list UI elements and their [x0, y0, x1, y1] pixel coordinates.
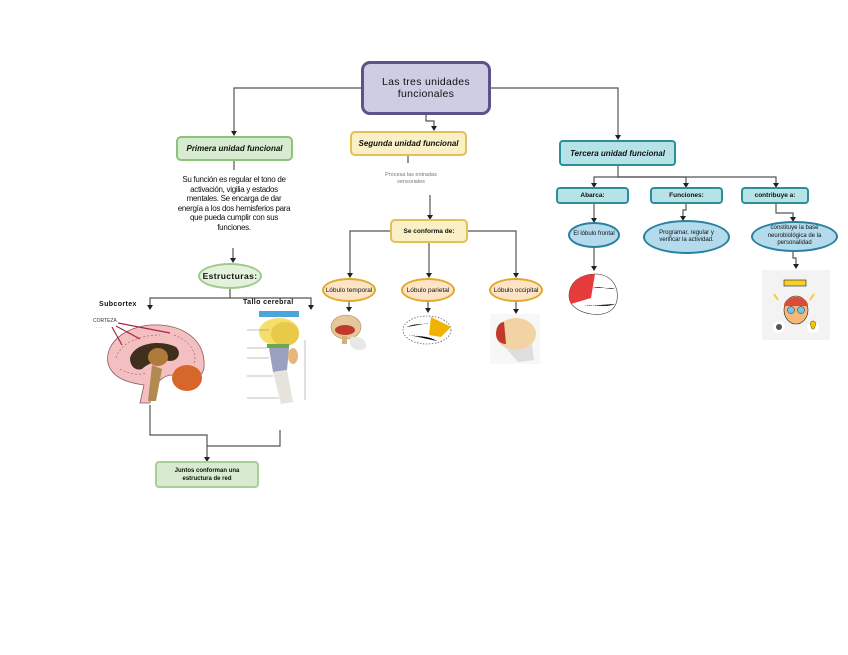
connector-estructuras-subcortex	[149, 289, 231, 307]
frontal-lobe-node[interactable]: El lóbulo frontal	[568, 222, 620, 248]
unit2-description: Procesa las entradas sensoriales	[385, 172, 437, 185]
encompasses-label: Abarca:	[580, 192, 605, 199]
contributes-label: contribuye a:	[754, 192, 796, 199]
occipital-lobe-node[interactable]: Lóbulo occipital	[489, 278, 543, 302]
cortex-caption: CORTEZA	[93, 318, 117, 324]
functions-node[interactable]: Funciones:	[650, 187, 723, 204]
structures-node[interactable]: Estructuras:	[198, 263, 262, 289]
temporal-lobe-node[interactable]: Lóbulo temporal	[322, 278, 376, 302]
connector-subcortex-juntos	[149, 405, 208, 459]
personality-node[interactable]: constituye la base neurobiológica de la …	[751, 221, 838, 252]
unit2-node[interactable]: Segunda unidad funcional	[350, 131, 467, 156]
root-node[interactable]: Las tres unidades funcionales	[361, 61, 491, 115]
brain-sagittal-section-image: CORTEZA · · ·	[93, 318, 205, 404]
parietal-lobe-node[interactable]: Lóbulo parietal	[401, 278, 455, 302]
connector-conforma-occipital	[468, 230, 517, 275]
structures-label: Estructuras:	[202, 271, 258, 281]
unit1-node[interactable]: Primera unidad funcional	[176, 136, 293, 161]
subcortex-label: Subcortex	[99, 301, 137, 308]
unit3-node[interactable]: Tercera unidad funcional	[559, 140, 676, 166]
functions-detail-label: Programar, regular y verificar la activi…	[659, 229, 714, 244]
temporal-lobe-label: Lóbulo temporal	[325, 286, 373, 294]
parietal-lobe-label: Lóbulo parietal	[406, 286, 450, 294]
result-label: Juntos conforman una estructura de red	[174, 467, 240, 482]
parietal-lobe-image	[402, 315, 452, 345]
unit3-label: Tercera unidad funcional	[570, 148, 665, 158]
result-node[interactable]: Juntos conforman una estructura de red	[155, 461, 259, 488]
connector-root-unit2	[425, 115, 435, 128]
personality-label: constituye la base neurobiológica de la …	[767, 225, 822, 247]
connector-root-unit3	[491, 87, 619, 137]
composed-of-node[interactable]: Se conforma de:	[390, 219, 468, 243]
unit1-label: Primera unidad funcional	[186, 144, 283, 153]
unit1-description: Su función es regular el tono de activac…	[177, 175, 291, 232]
frontal-lobe-label: El lóbulo frontal	[573, 231, 615, 238]
root-title: Las tres unidades funcionales	[382, 76, 470, 100]
temporal-lobe-image	[330, 314, 367, 351]
connector-conforma-temporal	[349, 230, 390, 275]
contributes-node[interactable]: contribuye a:	[741, 187, 809, 204]
occipital-lobe-image	[490, 314, 540, 364]
functions-detail-node[interactable]: Programar, regular y verificar la activi…	[643, 220, 730, 254]
occipital-lobe-label: Lóbulo occipital	[493, 286, 539, 294]
encompasses-node[interactable]: Abarca:	[556, 187, 629, 204]
brainstem-diagram-image	[247, 311, 306, 404]
svg-text:· · ·: · · ·	[96, 325, 102, 330]
thinking-head-illustration	[762, 270, 830, 340]
functions-label: Funciones:	[669, 192, 704, 199]
connector-root-unit1	[233, 87, 361, 133]
composed-of-label: Se conforma de:	[403, 227, 455, 235]
frontal-lobe-image	[568, 273, 618, 315]
unit2-label: Segunda unidad funcional	[358, 139, 459, 148]
brainstem-label: Tallo cerebral	[243, 299, 294, 306]
